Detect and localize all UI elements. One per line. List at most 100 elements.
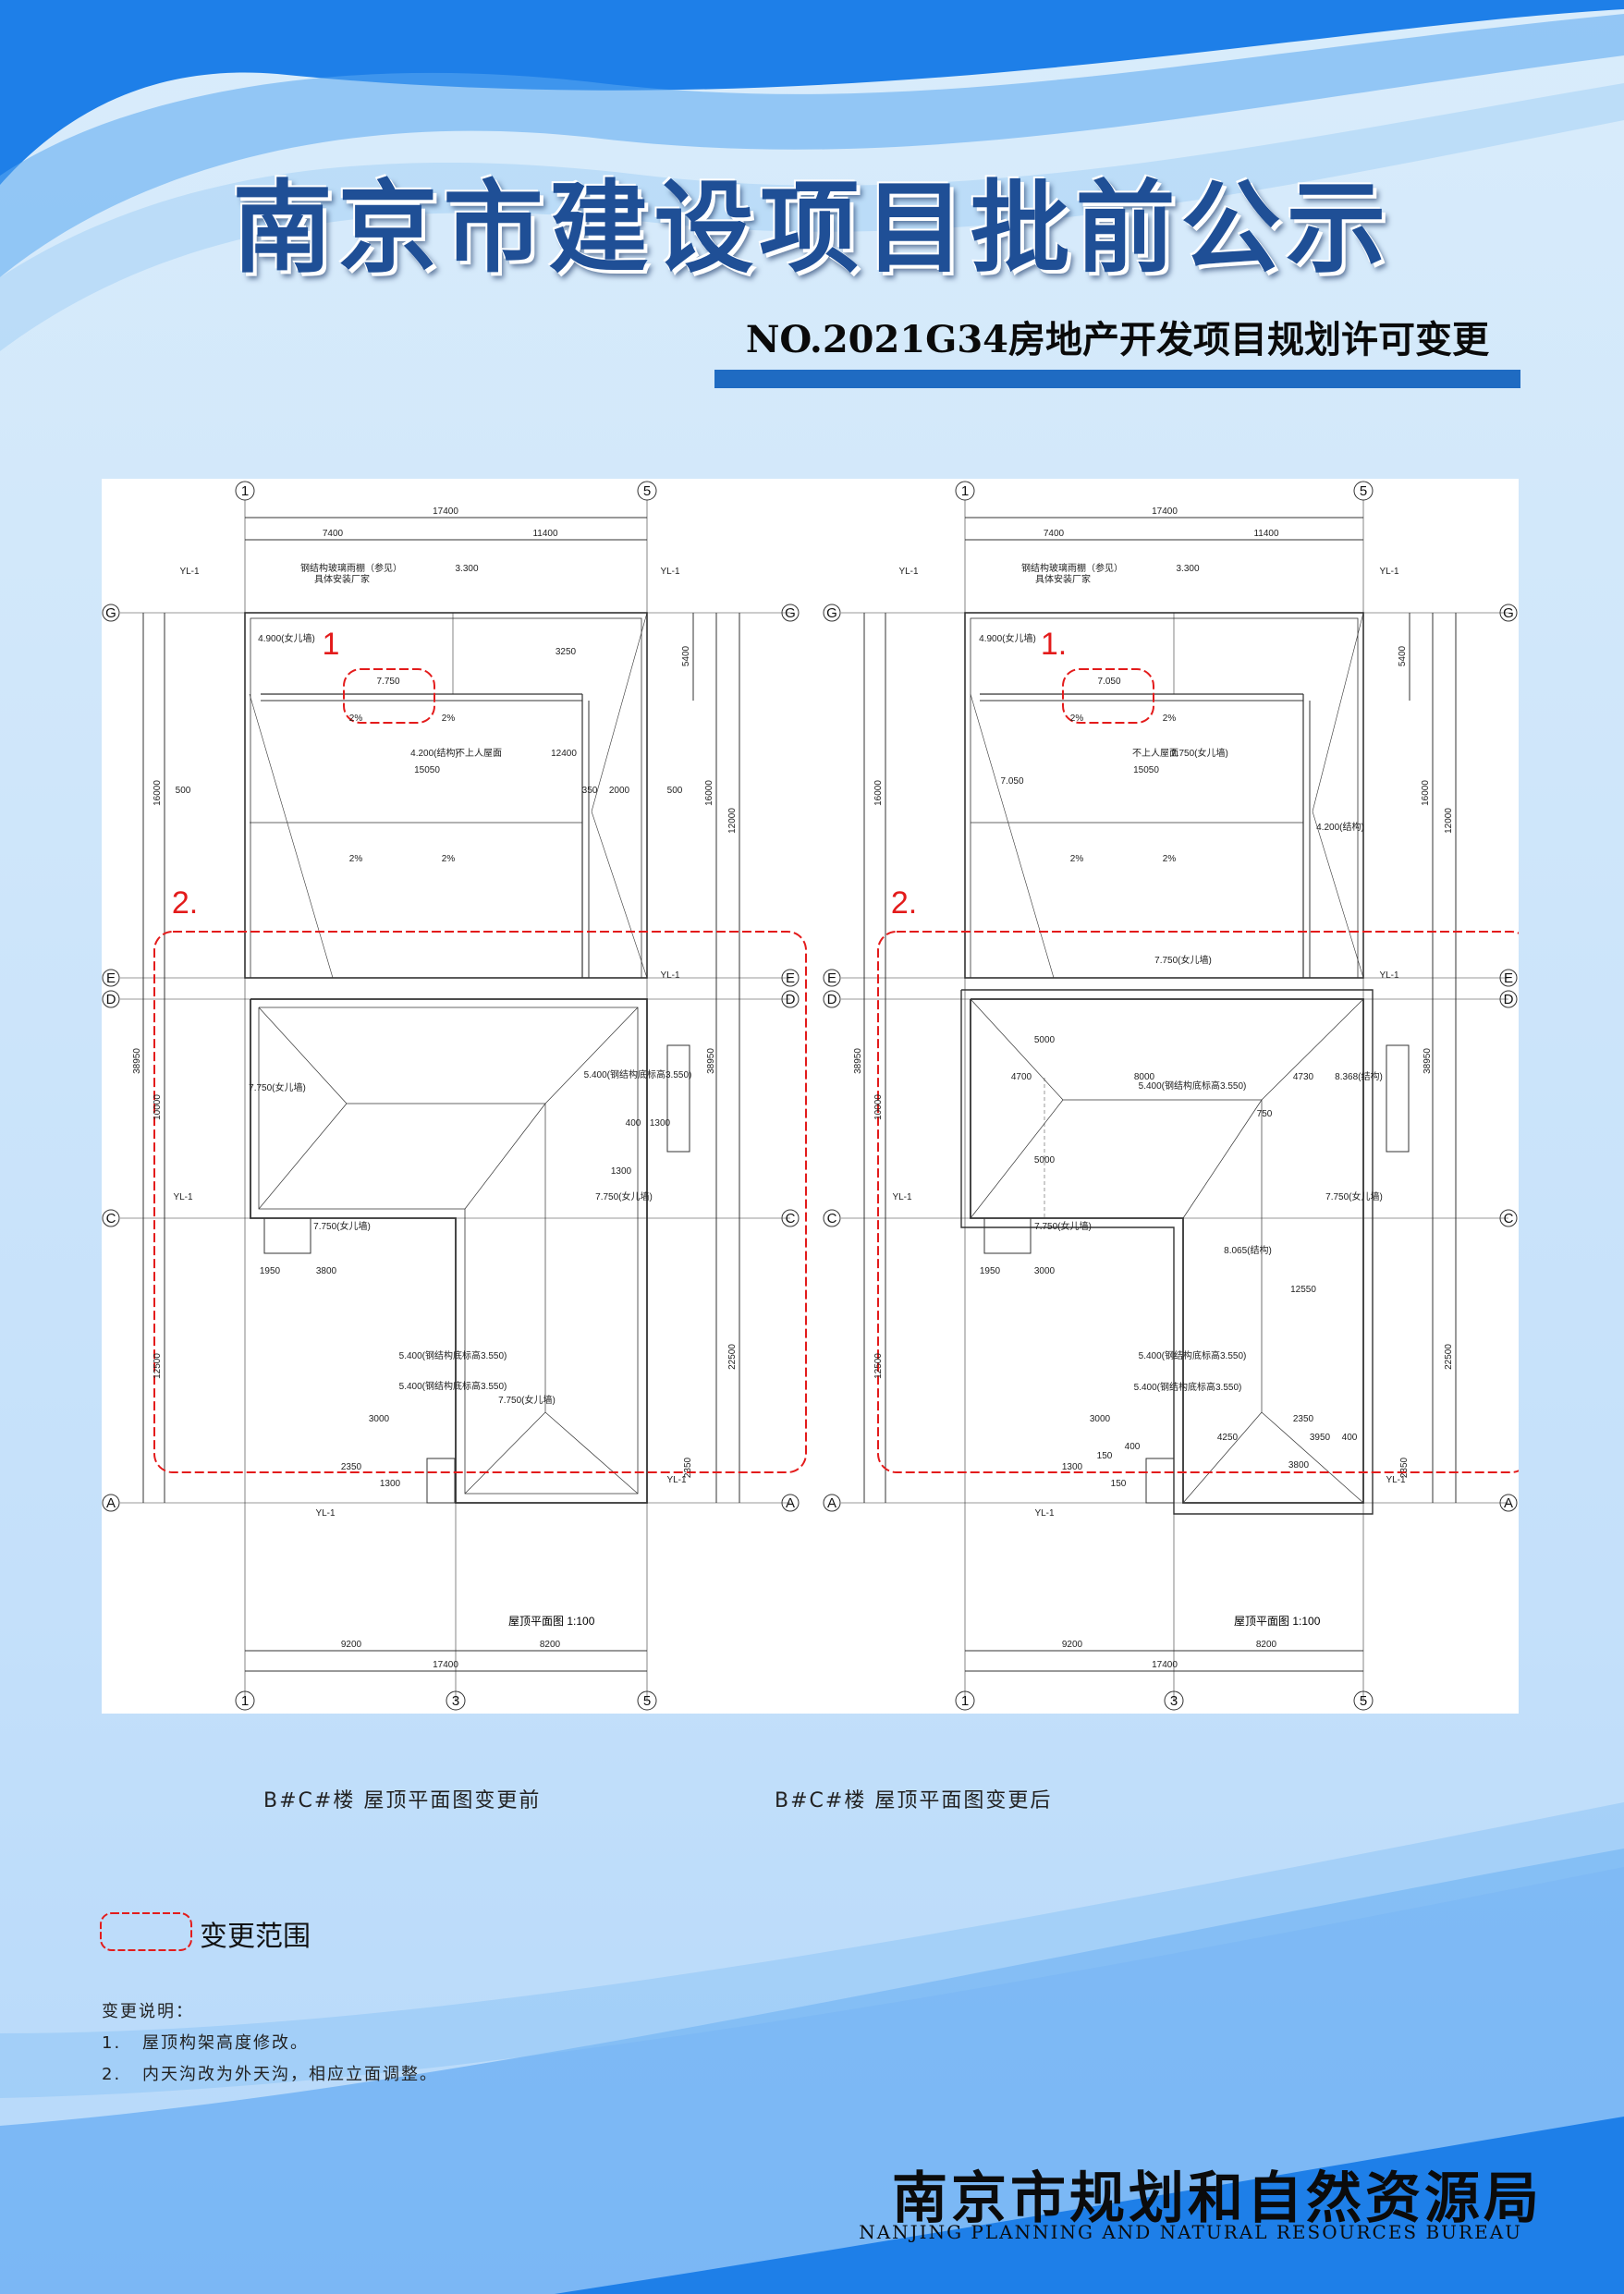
note-text: 内天沟改为外天沟，相应立面调整。 bbox=[142, 2065, 438, 2084]
dimension-label: 2350 bbox=[683, 1457, 693, 1478]
axis-bubble-label: C bbox=[786, 1211, 796, 1226]
axis-bubble-label: G bbox=[785, 605, 796, 621]
footer-agency-name-en: NANJING PLANNING AND NATURAL RESOURCES B… bbox=[859, 2221, 1522, 2243]
dimension-label: 22500 bbox=[727, 1344, 738, 1370]
axis-bubble-label: C bbox=[1504, 1211, 1514, 1226]
notes-heading: 变更说明： bbox=[102, 2002, 194, 2021]
annotation-label: 500 bbox=[667, 786, 683, 796]
dimension-label: 17400 bbox=[1152, 1660, 1178, 1670]
annotation-label: 400 bbox=[1342, 1433, 1358, 1443]
axis-bubble-label: D bbox=[827, 992, 837, 1007]
revision-mark: 1. bbox=[1041, 627, 1067, 662]
annotation-label: 2% bbox=[1070, 854, 1084, 864]
annotation-label: 3.300 bbox=[455, 564, 478, 574]
annotation-label: 500 bbox=[176, 786, 191, 796]
dimension-label: 17400 bbox=[433, 1660, 458, 1670]
annotation-label: 5000 bbox=[1034, 1035, 1056, 1045]
column-label: YL-1 bbox=[1386, 1475, 1406, 1485]
dimension-label: 12500 bbox=[153, 1353, 163, 1379]
annotation-label: 3250 bbox=[556, 647, 577, 657]
dimension-label: 2350 bbox=[1399, 1457, 1410, 1478]
level-label: 7.750(女儿墙) bbox=[498, 1394, 556, 1406]
dimension-label: 16000 bbox=[873, 780, 884, 806]
dimension-label: 11400 bbox=[1253, 529, 1279, 539]
annotation-label: 400 bbox=[626, 1118, 641, 1129]
level-label: 不上人屋面 bbox=[456, 748, 502, 759]
column-label: YL-1 bbox=[892, 1192, 912, 1202]
level-label: 5.400(钢结构底标高3.550) bbox=[399, 1349, 507, 1361]
annotation-label: 具体安装厂家 bbox=[1035, 573, 1091, 585]
dimension-label: 17400 bbox=[1152, 506, 1178, 517]
axis-bubble-label: A bbox=[1504, 1495, 1513, 1511]
dimension-label: 38950 bbox=[706, 1048, 716, 1074]
axis-bubble-label: D bbox=[1504, 992, 1514, 1007]
dimension-label: 5400 bbox=[1398, 645, 1408, 666]
annotation-label: 2% bbox=[349, 854, 363, 864]
revision-mark: 2. bbox=[891, 885, 917, 921]
annotation-label: 750 bbox=[1257, 1109, 1273, 1119]
axis-bubble-label: G bbox=[1503, 605, 1514, 621]
annotation-label: 1950 bbox=[260, 1266, 281, 1276]
axis-bubble-label: D bbox=[786, 992, 796, 1007]
annotation-label: 1300 bbox=[611, 1166, 632, 1177]
dimension-label: 8200 bbox=[540, 1640, 561, 1650]
revision-mark: 2. bbox=[172, 885, 198, 921]
axis-bubble-label: 1 bbox=[241, 1693, 249, 1709]
annotation-label: 1950 bbox=[980, 1266, 1001, 1276]
axis-bubble-label: 1 bbox=[961, 483, 969, 499]
note-item: 2. 内天沟改为外天沟，相应立面调整。 bbox=[102, 2059, 438, 2091]
level-label: 7.050 bbox=[1000, 776, 1023, 787]
plan-after bbox=[823, 481, 1518, 1711]
dimension-label: 16000 bbox=[153, 780, 163, 806]
axis-bubble-label: 5 bbox=[643, 483, 651, 499]
level-label: 7.750(女儿墙) bbox=[1154, 954, 1212, 966]
column-label: YL-1 bbox=[179, 567, 200, 577]
dimension-label: 9200 bbox=[341, 1640, 362, 1650]
annotation-label: 1300 bbox=[380, 1479, 401, 1489]
annotation-label: 2% bbox=[1070, 714, 1084, 724]
column-label: YL-1 bbox=[1379, 970, 1399, 981]
axis-bubble-label: G bbox=[826, 605, 837, 621]
axis-bubble-label: E bbox=[786, 970, 795, 986]
level-label: 5.400(钢结构底标高3.550) bbox=[1139, 1080, 1247, 1092]
subtitle-rule bbox=[714, 370, 1520, 388]
annotation-label: 钢结构玻璃雨棚（参见） bbox=[1021, 562, 1123, 574]
dimension-label: 17400 bbox=[433, 506, 458, 517]
level-label: 4.900(女儿墙) bbox=[979, 632, 1036, 644]
annotation-label: 2% bbox=[1163, 854, 1177, 864]
annotation-label: 2350 bbox=[1293, 1414, 1314, 1424]
annotation-label: 钢结构玻璃雨棚（参见） bbox=[300, 562, 402, 574]
annotation-label: 2% bbox=[1163, 714, 1177, 724]
annotation-label: 3800 bbox=[1288, 1460, 1310, 1470]
axis-bubble-label: A bbox=[827, 1495, 836, 1511]
revision-mark: 1 bbox=[323, 627, 340, 662]
axis-bubble-label: 1 bbox=[241, 483, 249, 499]
annotation-label: 12550 bbox=[1290, 1285, 1316, 1295]
annotation-label: 1300 bbox=[650, 1118, 671, 1129]
column-label: YL-1 bbox=[660, 567, 680, 577]
page-title: 南京市建设项目批前公示 bbox=[232, 170, 1392, 287]
annotation-label: 2350 bbox=[341, 1462, 362, 1472]
annotation-label: 3000 bbox=[1034, 1266, 1056, 1276]
annotation-label: 5000 bbox=[1034, 1155, 1056, 1165]
level-label: 8.065(结构) bbox=[1224, 1244, 1272, 1256]
level-label: 5.400(钢结构底标高3.550) bbox=[1139, 1349, 1247, 1361]
dimension-label: 16000 bbox=[704, 780, 714, 806]
annotation-label: 1300 bbox=[1062, 1462, 1083, 1472]
revision-cloud-before bbox=[153, 668, 807, 1473]
annotation-label: 150 bbox=[1111, 1479, 1127, 1489]
axis-bubble-label: C bbox=[827, 1211, 837, 1226]
level-label: 7.750(女儿墙) bbox=[1171, 747, 1228, 759]
legend-swatch bbox=[100, 1912, 192, 1951]
dimension-label: 38950 bbox=[132, 1048, 142, 1074]
plan-title: 屋顶平面图 1:100 bbox=[508, 1615, 595, 1628]
annotation-label: 12400 bbox=[551, 749, 577, 759]
annotation-label: 4700 bbox=[1011, 1072, 1032, 1082]
dimension-label: 12500 bbox=[873, 1353, 884, 1379]
column-label: YL-1 bbox=[666, 1475, 687, 1485]
annotation-label: 400 bbox=[1125, 1442, 1141, 1452]
annotation-label: 2000 bbox=[609, 786, 630, 796]
axis-bubble-label: E bbox=[827, 970, 836, 986]
dimension-label: 38950 bbox=[853, 1048, 863, 1074]
